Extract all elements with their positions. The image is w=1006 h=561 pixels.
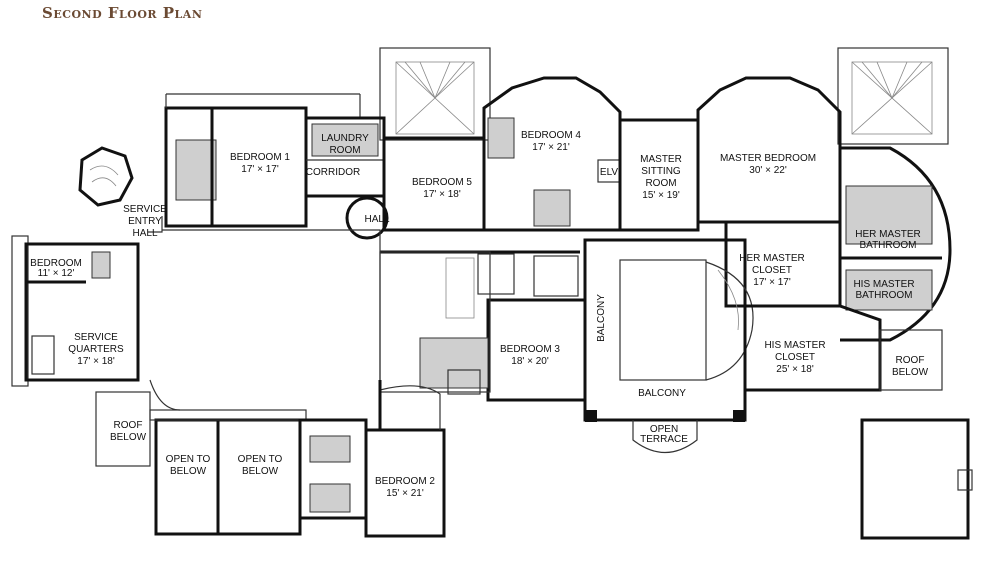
- laundry-walls: [304, 116, 386, 198]
- his-closet-size: 25' × 18': [776, 364, 814, 375]
- open-terrace-label-2: TERRACE: [640, 434, 688, 445]
- master-bedroom-walls: [696, 76, 842, 224]
- master-sitting-label-3: ROOM: [645, 178, 676, 189]
- plan-title: Second Floor Plan: [42, 4, 203, 22]
- bedroom-2-bay: [378, 251, 491, 430]
- small-bedroom-name: BEDROOM: [30, 258, 82, 269]
- balcony-bottom-label: BALCONY: [638, 388, 686, 399]
- her-closet-walls: [724, 220, 842, 308]
- master-sitting-label-1: MASTER: [640, 154, 682, 165]
- open-below-1-label-1: OPEN TO: [166, 454, 211, 465]
- service-stair: [78, 146, 134, 207]
- service-quarters-size: 17' × 18': [77, 356, 115, 367]
- roof-pyramid-right: [837, 47, 949, 145]
- bedroom-3-walls: [419, 298, 587, 402]
- master-bedroom-name: MASTER BEDROOM: [720, 153, 816, 164]
- open-below-rooms: [149, 409, 368, 536]
- service-entry-label-1: SERVICE: [123, 204, 167, 215]
- her-closet-label-2: CLOSET: [752, 265, 792, 276]
- bedroom-4-walls: [482, 76, 622, 232]
- bedroom-5-size: 17' × 18': [423, 189, 461, 200]
- her-bath-label-1: HER MASTER: [855, 229, 921, 240]
- bedroom-1-size: 17' × 17': [241, 164, 279, 175]
- roof-below-right-2: BELOW: [892, 367, 929, 378]
- his-bath-label-2: BATHROOM: [855, 290, 912, 301]
- small-bedroom-size: 11' × 12': [38, 268, 75, 279]
- laundry-label-2: ROOM: [329, 145, 360, 156]
- bedroom-4-size: 17' × 21': [532, 142, 570, 153]
- open-below-2-label-1: OPEN TO: [238, 454, 283, 465]
- roof-pyramid-left: [379, 47, 491, 141]
- west-courtyard: [149, 229, 381, 411]
- bedroom-5-name: BEDROOM 5: [412, 177, 472, 188]
- service-entry-label-2: ENTRY: [128, 216, 162, 227]
- master-sitting-size: 15' × 19': [642, 190, 680, 201]
- bedroom-1-name: BEDROOM 1: [230, 152, 290, 163]
- open-below-1-label-2: BELOW: [170, 466, 207, 477]
- master-sitting-label-2: SITTING: [641, 166, 681, 177]
- bedroom-2-walls: [364, 385, 446, 538]
- open-terrace-label-1: OPEN: [650, 424, 678, 435]
- service-quarters-label-1: SERVICE: [74, 332, 118, 343]
- her-bath-label-2: BATHROOM: [859, 240, 916, 251]
- her-closet-label-1: HER MASTER: [739, 253, 805, 264]
- bedroom-2-size: 15' × 21': [386, 488, 424, 499]
- roof-below-left-2: BELOW: [110, 432, 147, 443]
- bedroom-4-name: BEDROOM 4: [521, 130, 581, 141]
- elevator-label: ELV: [600, 167, 618, 178]
- his-bath-label-1: HIS MASTER: [853, 279, 914, 290]
- corridor-label: CORRIDOR: [306, 167, 360, 178]
- center-hall: [380, 250, 580, 319]
- bedroom-1-walls: [164, 93, 361, 228]
- roof-below-right-1: ROOF: [896, 355, 925, 366]
- service-quarters-label-2: QUARTERS: [68, 344, 124, 355]
- laundry-label-1: LAUNDRY: [321, 133, 369, 144]
- balcony-vertical-label: BALCONY: [596, 294, 607, 342]
- east-pavilion: [860, 329, 973, 540]
- service-wing: [11, 216, 163, 467]
- roof-below-left-1: ROOF: [114, 420, 143, 431]
- bedroom-3-size: 18' × 20': [511, 356, 549, 367]
- hall-label: HALL: [364, 214, 389, 225]
- his-closet-label-2: CLOSET: [775, 352, 815, 363]
- open-terrace-shape: [632, 420, 698, 453]
- his-closet-label-1: HIS MASTER: [764, 340, 825, 351]
- her-closet-size: 17' × 17': [753, 277, 791, 288]
- master-bath-rotunda: [840, 146, 952, 342]
- master-bedroom-size: 30' × 22': [749, 165, 787, 176]
- bedroom-3-name: BEDROOM 3: [500, 344, 560, 355]
- open-below-2-label-2: BELOW: [242, 466, 279, 477]
- service-entry-label-3: HALL: [132, 228, 157, 239]
- bedroom-2-name: BEDROOM 2: [375, 476, 435, 487]
